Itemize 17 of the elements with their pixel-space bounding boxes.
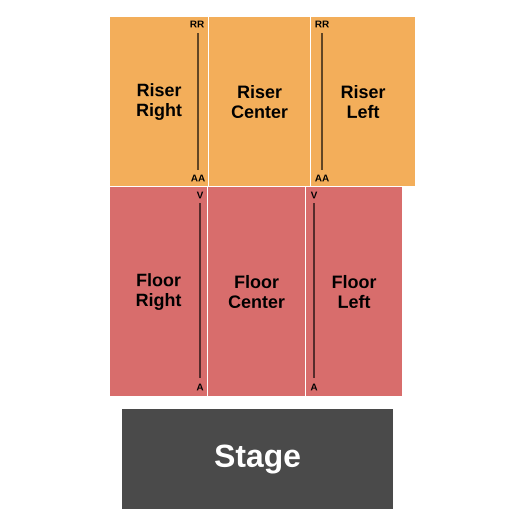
node-label: Riser Center: [232, 84, 288, 118]
row-label: AA: [191, 174, 205, 182]
row-label: A: [196, 384, 204, 390]
row-label: V: [310, 192, 318, 198]
row-label: RR: [315, 20, 329, 28]
seating-section: Floor Center: [208, 187, 305, 396]
row-label: A: [310, 384, 318, 390]
stage-block: Stage: [122, 409, 393, 509]
node-label: Riser Left: [342, 84, 386, 118]
node-label: Floor Center: [228, 274, 285, 308]
node-label: Floor Right: [136, 273, 182, 310]
node-label: Floor Left: [332, 274, 376, 308]
row-label: V: [196, 192, 204, 198]
row-label: RR: [190, 20, 204, 28]
row-label: AA: [315, 174, 329, 182]
node-label: Riser Right: [137, 83, 182, 120]
seating-section: Riser Center: [209, 17, 310, 186]
